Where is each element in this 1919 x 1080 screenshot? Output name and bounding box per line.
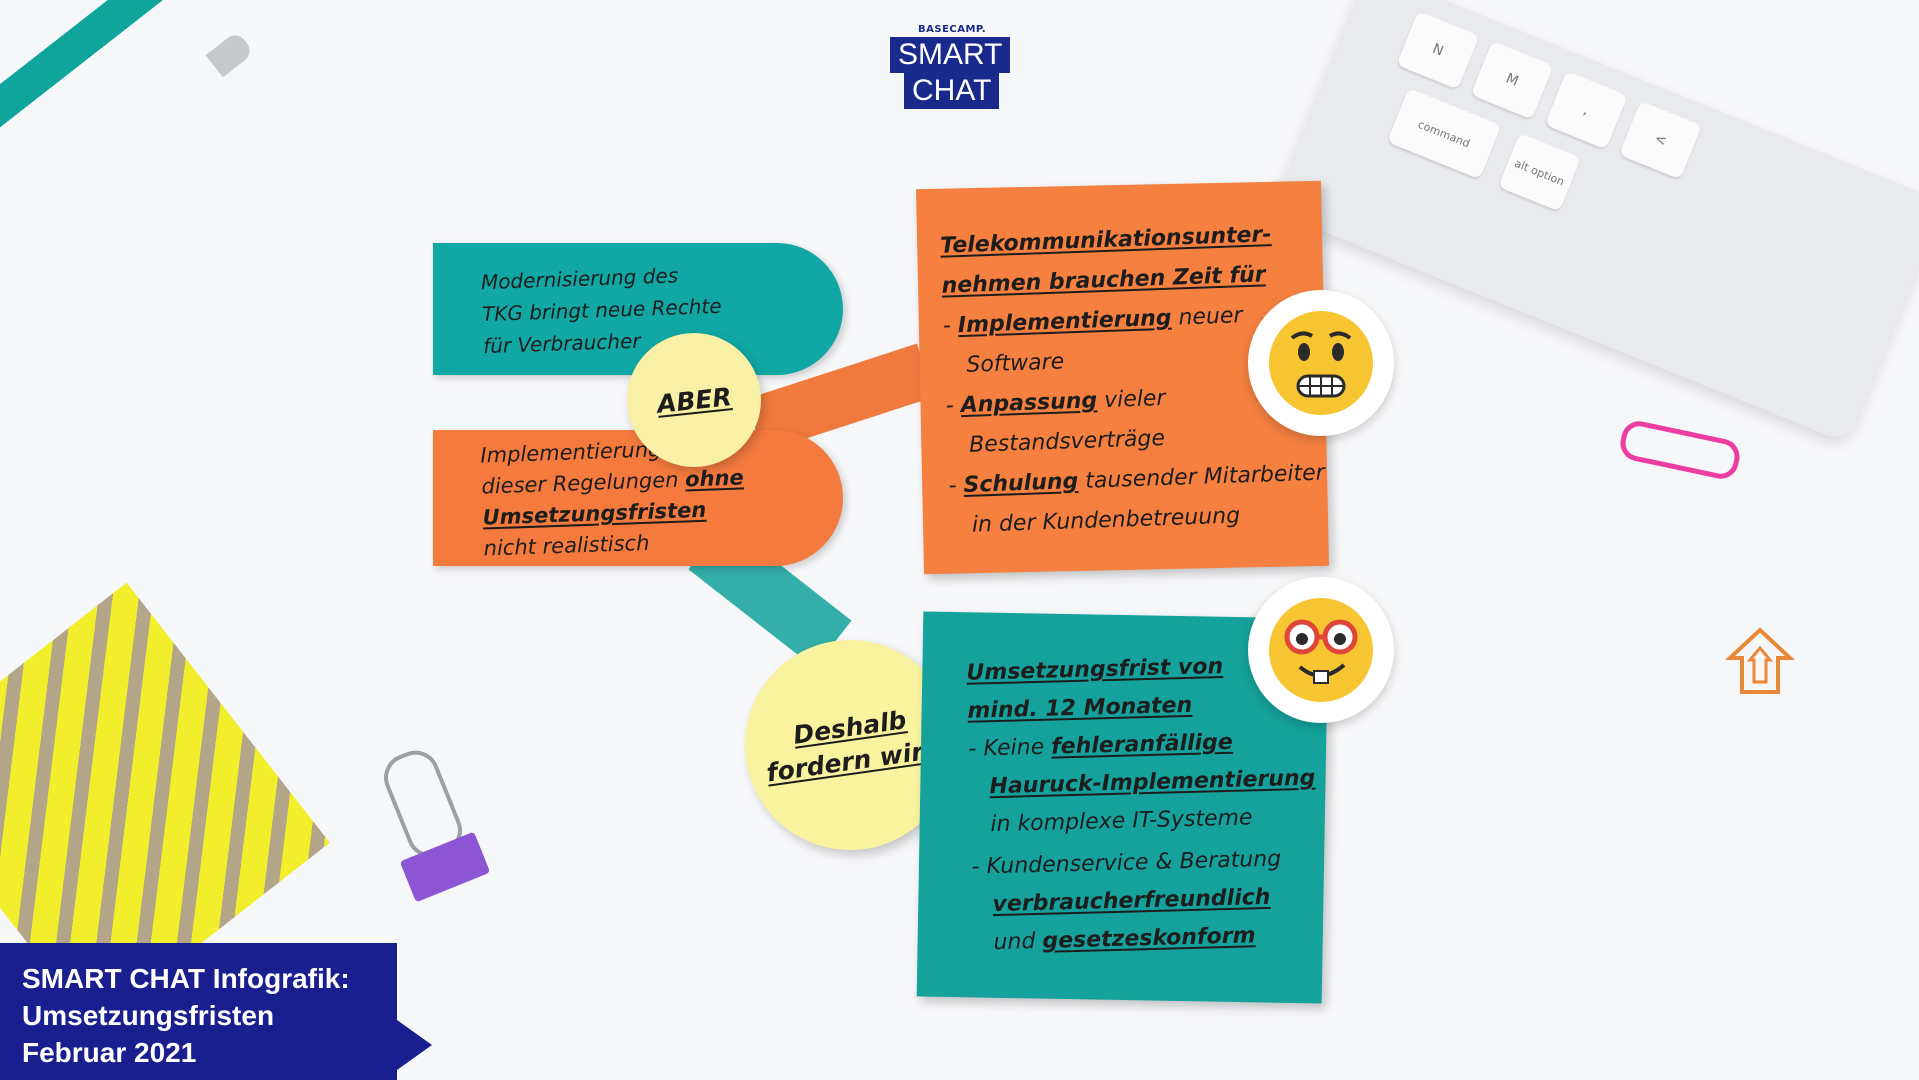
logo-line2: CHAT [904,73,1000,109]
text-span: neuer [1171,303,1243,331]
caption-arrow [397,1020,432,1070]
caption-line: SMART CHAT Infografik: [22,963,350,994]
emphasis: gesetzeskonform [1042,923,1256,954]
pink-paperclip [1617,417,1743,483]
emphasis: Schulung [963,469,1079,499]
text-span: und [993,928,1043,956]
caption-banner [0,943,397,1080]
teal-note-top [433,243,843,375]
nerd-face-icon [1248,577,1394,723]
text-span: dieser Regelungen [481,467,686,499]
text-span: vieler [1096,385,1166,414]
keyboard-key: alt option [1498,133,1582,212]
emphasis: fehleranfällige [1050,729,1234,760]
keyboard-key: M [1470,40,1554,120]
logo-line1: SMART [890,37,1011,73]
text-span: tausender Mitarbeiter [1077,460,1326,495]
dash: - [948,473,964,499]
caption-line: Umsetzungsfristen [22,1000,275,1031]
keyboard-key: command [1386,88,1502,180]
logo-basecamp: BASECAMP. [918,24,987,35]
dash: - [942,313,959,339]
dash: - [945,393,962,419]
pen-decoration [0,0,223,151]
keyboard-key: N [1396,11,1480,90]
text-line: in komplexe IT-Systeme [990,805,1253,838]
pen-tip-decoration [205,30,255,78]
aber-label: ABER [655,381,733,419]
orange-paperclip [1724,627,1796,694]
text-span: - Keine [968,734,1052,762]
caption-line: Februar 2021 [22,1037,197,1068]
emphasis: Implementierung [957,305,1172,339]
caption-text: SMART CHAT Infografik: Umsetzungsfristen… [22,960,350,1071]
grimacing-face-icon [1248,290,1394,436]
keyboard-key: , [1544,70,1628,150]
orange-note-left [433,430,843,566]
aber-circle: ABER [627,333,761,467]
emphasis: Anpassung [960,388,1098,419]
keyboard-key: < [1618,100,1702,180]
emphasis: ohne [684,465,745,492]
smart-chat-logo: BASECAMP. SMART CHAT [888,24,1028,109]
